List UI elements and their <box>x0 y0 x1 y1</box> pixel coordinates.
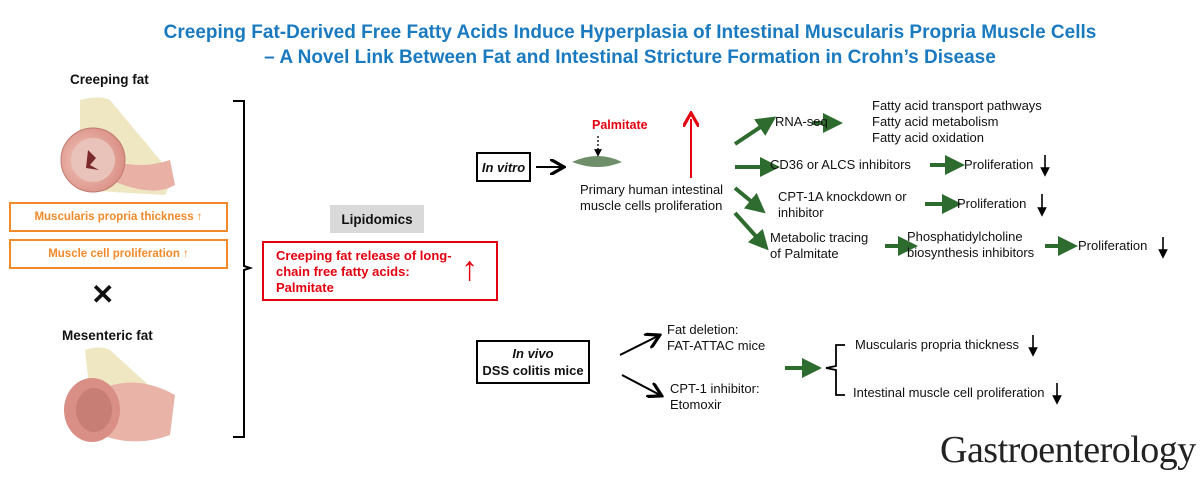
proliferation-text: Proliferation <box>964 157 1034 172</box>
text: Primary human intestinal <box>580 182 724 197</box>
outcome-proliferation: Intestinal muscle cell proliferation <box>853 385 1045 400</box>
in-vivo-box: In vivo DSS colitis mice <box>476 340 590 384</box>
text: FAT-ATTAC mice <box>667 338 766 353</box>
muscularis-thickness-box: Muscularis propria thickness ↑ <box>9 202 228 232</box>
text: inhibitor <box>778 205 824 220</box>
proliferation-text: Proliferation <box>1078 238 1148 253</box>
right-brace <box>825 344 845 396</box>
text: DSS colitis mice <box>482 363 584 378</box>
muscle-cell-icon <box>572 156 622 167</box>
palmitate-label: Palmitate <box>592 118 648 132</box>
up-arrow-icon: ↑ <box>461 250 478 288</box>
fat-deletion-text: Fat deletion:FAT-ATTAC mice <box>667 322 765 354</box>
text: CPT-1A knockdown or <box>778 189 907 204</box>
text: Fatty acid oxidation <box>872 130 985 145</box>
mesenteric-fat-illustration <box>64 347 175 442</box>
cpt1-inhibitor-text: CPT-1 inhibitor:Etomoxir <box>670 381 760 413</box>
text: Fatty acid transport pathways <box>872 98 1042 113</box>
text: In vivo <box>512 346 554 361</box>
palmitate-release-box: Creeping fat release of long- chain free… <box>262 241 498 301</box>
creeping-fat-label: Creeping fat <box>70 72 149 87</box>
creeping-fat-illustration <box>60 97 175 195</box>
title-line-1: Creeping Fat-Derived Free Fatty Acids In… <box>163 22 1097 43</box>
outcome-thickness: Muscularis propria thickness <box>855 337 1020 352</box>
left-brace <box>233 100 254 438</box>
in-vitro-box: In vitro <box>476 152 531 182</box>
cross-icon: ✕ <box>91 279 115 310</box>
text: Phosphatidylcholine <box>907 229 1023 244</box>
rnaseq-results: Fatty acid transport pathways Fatty acid… <box>872 98 1042 146</box>
text: Fatty acid metabolism <box>872 114 999 129</box>
down-arrows <box>1028 155 1168 405</box>
proliferation-text: Proliferation <box>957 196 1027 211</box>
lipidomics-label: Lipidomics <box>330 205 424 233</box>
muscle-proliferation-box: Muscle cell proliferation ↑ <box>9 239 228 269</box>
text: Palmitate <box>276 280 334 295</box>
text: Fat deletion: <box>667 322 739 337</box>
text: Etomoxir <box>670 397 722 412</box>
rnaseq-label: RNA-seq <box>775 114 828 129</box>
text: chain free fatty acids: <box>276 264 410 279</box>
text: Creeping fat release of long- <box>276 248 452 263</box>
cd36-text: CD36 or ALCS inhibitors <box>770 157 911 172</box>
text: biosynthesis inhibitors <box>907 245 1035 260</box>
journal-logo: Gastroenterology <box>940 429 1196 471</box>
title-line-2: – A Novel Link Between Fat and Intestina… <box>264 47 996 68</box>
text: CPT-1 inhibitor: <box>670 381 760 396</box>
text: muscle cells proliferation <box>580 198 723 213</box>
text: Metabolic tracing <box>770 230 869 245</box>
mesenteric-fat-label: Mesenteric fat <box>62 328 153 343</box>
text: of Palmitate <box>770 246 839 261</box>
